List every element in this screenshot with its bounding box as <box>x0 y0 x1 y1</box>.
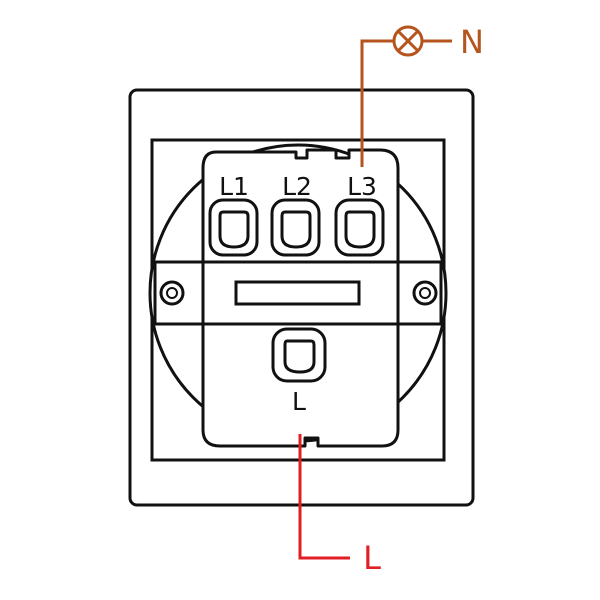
terminal-socket-l1 <box>208 198 259 257</box>
line-label: L <box>363 539 381 577</box>
left-screw <box>159 280 185 306</box>
lower-terminal-block <box>201 322 400 448</box>
neutral-label: N <box>460 23 484 61</box>
terminal-socket-l2 <box>270 198 321 257</box>
terminal-socket-l3 <box>334 198 385 257</box>
terminal-label-l1: L1 <box>219 172 249 201</box>
lamp-icon <box>392 25 424 57</box>
terminal-label-l3: L3 <box>347 172 377 201</box>
terminal-label-l: L <box>292 387 306 416</box>
terminal-socket-l <box>271 327 327 383</box>
line-wire <box>298 434 350 560</box>
neutral-wire <box>360 39 452 167</box>
terminal-label-l2: L2 <box>282 172 312 201</box>
bar-slot <box>234 280 361 306</box>
right-screw <box>412 280 438 306</box>
